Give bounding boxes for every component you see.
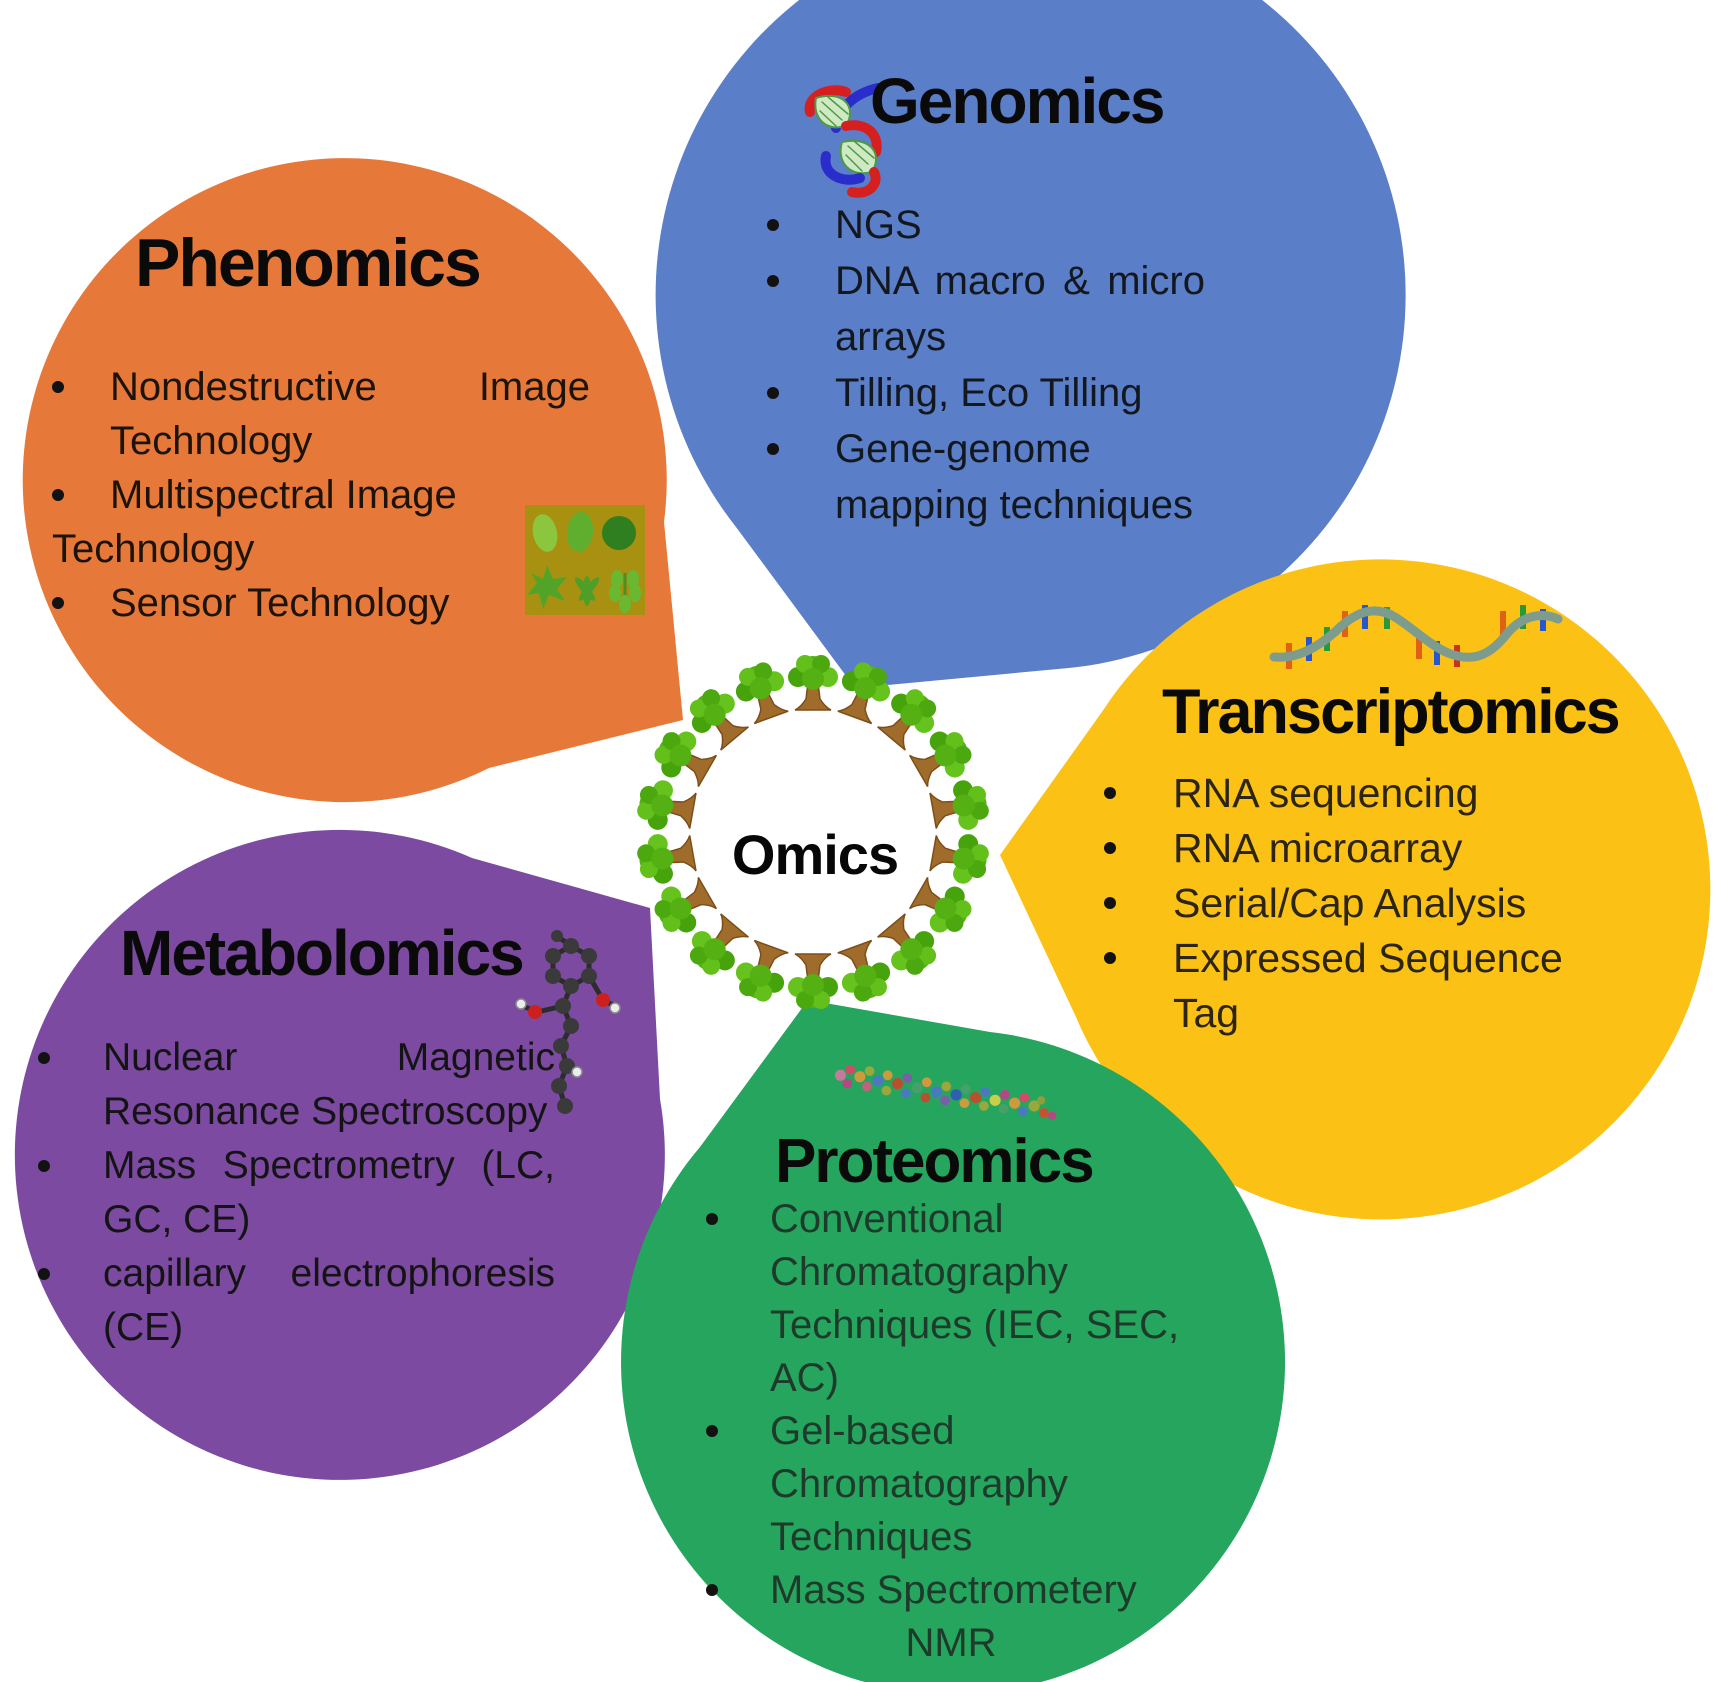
center-label: Omics [731, 823, 899, 886]
dna-helix-icon [804, 83, 883, 198]
list-item: RNA microarray [1094, 821, 1628, 876]
list-item: Tilling, Eco Tilling [757, 365, 1205, 421]
list-item: NMR [905, 1621, 997, 1665]
list-item: capillary electrophoresis (CE) [28, 1247, 555, 1355]
list-item: NGS [757, 197, 1205, 253]
metabolomics-title: Metabolomics [120, 917, 525, 989]
rna-strand-icon [1269, 605, 1563, 669]
transcriptomics-bullet-list: RNA sequencing RNA microarray Serial/Cap… [1094, 766, 1628, 1041]
list-item: Mass Spectrometry (LC, GC, CE) [28, 1139, 555, 1247]
list-item: Nuclear Magnetic Resonance Spectroscopy [28, 1031, 555, 1139]
genomics-title: Genomics [870, 65, 1165, 137]
petal-transcriptomics [1000, 559, 1711, 1220]
genomics-bullet-list: NGS DNA macro & micro arrays Tilling, Ec… [757, 197, 1205, 533]
list-item: DNA macro & micro arrays [757, 253, 1205, 365]
protein-structure-icon [834, 1064, 1057, 1120]
list-item: Conventional Chromatography Techniques (… [692, 1193, 1210, 1405]
list-item: Serial/Cap Analysis [1094, 876, 1628, 931]
list-item: Gel-based Chromatography Techniques [692, 1405, 1210, 1564]
list-item: Gene-genome mapping techniques [757, 421, 1205, 533]
molecule-icon [515, 930, 621, 1114]
list-item: Mass Spectrometery [692, 1564, 1210, 1617]
leaves-icon [525, 505, 645, 615]
petal-genomics [655, 0, 1406, 688]
petal-proteomics [621, 1000, 1286, 1682]
proteomics-title: Proteomics [775, 1127, 1095, 1196]
list-item: Sensor Technology [10, 576, 590, 630]
phenomics-bullet-list: Nondestructive Image Technology Multispe… [10, 360, 590, 630]
transcriptomics-title: Transcriptomics [1162, 677, 1621, 747]
metabolomics-bullet-list: Nuclear Magnetic Resonance Spectroscopy … [28, 1031, 555, 1355]
petal-metabolomics [14, 829, 665, 1480]
list-item: RNA sequencing [1094, 766, 1628, 821]
phenomics-title: Phenomics [135, 225, 482, 301]
list-item: Expressed Sequence Tag [1094, 931, 1628, 1041]
list-item: Nondestructive Image Technology [10, 360, 590, 468]
proteomics-bullet-list: Conventional Chromatography Techniques (… [692, 1193, 1210, 1670]
list-item: Multispectral Image [10, 468, 590, 522]
petal-phenomics [22, 158, 683, 803]
list-item: Technology [52, 527, 255, 571]
